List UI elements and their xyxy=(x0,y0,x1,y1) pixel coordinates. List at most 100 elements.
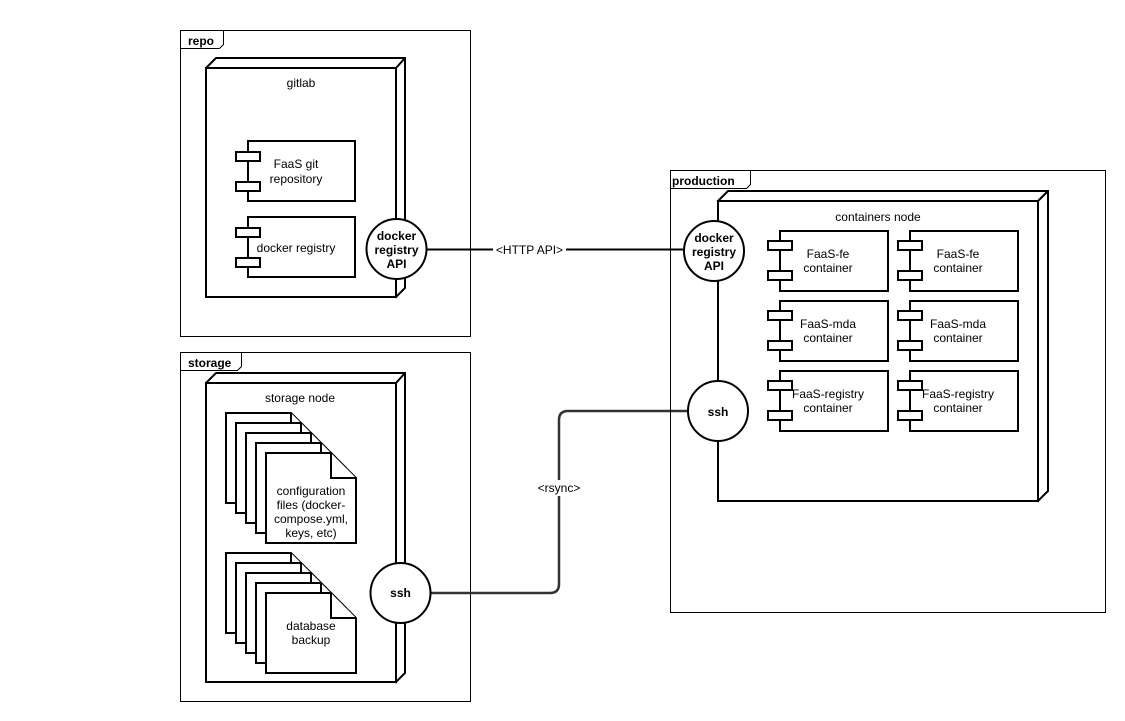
component-box xyxy=(779,300,889,362)
artifact-label-line: files (docker- xyxy=(277,498,346,512)
frame-storage: storage xyxy=(180,352,471,702)
interface-gitlab-registry-api[interactable]: docker registry API xyxy=(365,218,428,280)
component-box xyxy=(909,370,1019,432)
connector-rsync-label: <rsync> xyxy=(538,481,581,495)
interface-circle xyxy=(369,562,432,624)
component-label: docker registry xyxy=(257,241,336,255)
frame-repo-border xyxy=(180,30,471,337)
component-label-line2: container xyxy=(933,331,982,345)
component-box xyxy=(247,216,356,278)
frame-storage-title: storage xyxy=(188,356,232,370)
connector-http-api-label: <HTTP API> xyxy=(496,243,563,257)
component-icon-port-top xyxy=(767,380,793,391)
artifact-configuration-files-label: configuration files (docker- compose.yml… xyxy=(274,484,348,540)
interface-label-line2: registry xyxy=(374,243,418,257)
component-label-line2: container xyxy=(933,261,982,275)
component-icon-port-top xyxy=(767,240,793,251)
interface-production-ssh[interactable]: ssh xyxy=(687,380,749,442)
component-icon-port-bottom xyxy=(235,257,261,268)
component-box xyxy=(779,230,889,292)
component-icon-port-top xyxy=(897,240,923,251)
component-icon-port-bottom xyxy=(767,340,793,351)
component-icon-port-top xyxy=(235,151,261,162)
component-label-line1: FaaS-mda xyxy=(800,317,856,331)
frame-production-border xyxy=(670,170,1106,613)
interface-label-line3: API xyxy=(386,257,406,271)
component-box xyxy=(247,140,356,202)
component-icon-port-bottom xyxy=(897,270,923,281)
frame-production: production xyxy=(670,170,1106,613)
node-containers-edge xyxy=(1037,190,1049,202)
artifact-label-line: configuration xyxy=(277,484,346,498)
node-gitlab-label: gitlab xyxy=(287,76,316,90)
node-storage-edge xyxy=(395,372,406,384)
component-label-line2: container xyxy=(933,401,982,415)
connector-rsync[interactable]: <rsync> xyxy=(431,409,688,595)
component-label-line1: FaaS-fe xyxy=(937,247,980,261)
component-label-line2: repository xyxy=(270,172,323,186)
frame-repo-tab xyxy=(180,30,224,49)
component-icon-port-bottom xyxy=(897,340,923,351)
component-icon-port-top xyxy=(897,310,923,321)
frame-production-tab xyxy=(670,170,751,189)
component-icon-port-top xyxy=(235,227,261,238)
connector-rsync-line xyxy=(431,409,688,595)
interface-production-registry-api[interactable]: docker registry API xyxy=(683,220,745,282)
interface-label-line3: API xyxy=(704,259,724,273)
frame-repo: repo xyxy=(180,30,471,337)
interface-circle xyxy=(365,218,428,280)
node-gitlab-edge xyxy=(395,57,406,69)
component-icon-port-top xyxy=(767,310,793,321)
component-box xyxy=(909,300,1019,362)
artifact-label-line: database xyxy=(286,619,336,633)
component-icon-port-bottom xyxy=(767,410,793,421)
component-icon-port-top xyxy=(897,380,923,391)
artifact-label-line: backup xyxy=(292,633,331,647)
interface-label-line1: docker xyxy=(377,229,417,243)
interface-label-line2: registry xyxy=(692,245,736,259)
interface-label: ssh xyxy=(390,586,411,600)
frame-repo-title: repo xyxy=(188,34,214,48)
component-icon-port-bottom xyxy=(897,410,923,421)
component-docker-registry[interactable]: docker registry xyxy=(235,216,356,278)
component-label-line1: FaaS-registry xyxy=(922,387,994,401)
document-fold-icon xyxy=(330,593,356,619)
component-faas-git-repository[interactable]: FaaS git repository xyxy=(235,140,356,202)
artifact-label-line: compose.yml, xyxy=(274,512,348,526)
frame-storage-border xyxy=(180,352,471,702)
artifact-database-backup-label: database backup xyxy=(286,619,336,647)
component-box xyxy=(779,370,889,432)
frame-production-title: production xyxy=(672,174,735,188)
artifact-database-backup[interactable] xyxy=(225,552,357,674)
interface-storage-ssh[interactable]: ssh xyxy=(369,562,432,624)
connector-http-api[interactable]: <HTTP API> xyxy=(427,243,684,257)
component-label-line2: container xyxy=(803,331,852,345)
component-label-line2: container xyxy=(803,401,852,415)
component-icon-port-bottom xyxy=(235,181,261,192)
interface-circle xyxy=(683,220,745,282)
component-label-line1: FaaS git xyxy=(274,157,319,171)
component-icon-port-bottom xyxy=(767,270,793,281)
interface-circle xyxy=(687,380,749,442)
component-label-line1: FaaS-registry xyxy=(792,387,864,401)
component-box xyxy=(909,230,1019,292)
connector-rsync-label-bg xyxy=(536,480,582,496)
artifact-label-line: keys, etc) xyxy=(285,526,336,540)
artifact-configuration-files[interactable] xyxy=(225,412,357,544)
frame-storage-tab xyxy=(180,352,242,371)
containers-grid: FaaS-fecontainerFaaS-fecontainerFaaS-mda… xyxy=(767,230,1019,432)
component-label-line2: container xyxy=(803,261,852,275)
node-storage-label: storage node xyxy=(265,391,335,405)
document-fold-icon xyxy=(330,453,356,479)
node-containers-label: containers node xyxy=(835,210,921,224)
interface-label-line1: docker xyxy=(694,231,734,245)
interface-label: ssh xyxy=(708,405,729,419)
component-label-line1: FaaS-fe xyxy=(807,247,850,261)
